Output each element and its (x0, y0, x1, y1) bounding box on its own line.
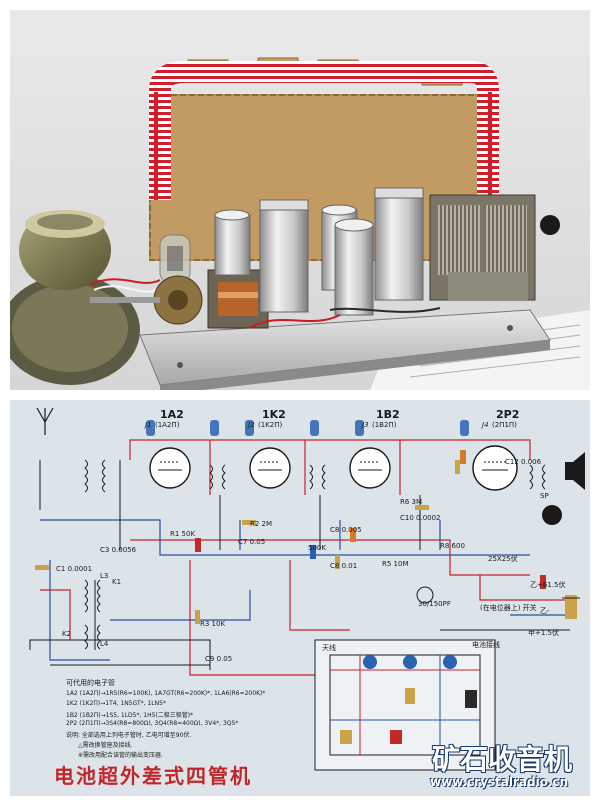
label-c12: C12 0.006 (505, 458, 542, 466)
label-b-minus: 乙- (540, 607, 550, 615)
tube-label-j3: 1B2 (376, 408, 400, 421)
note-line-1a2: 1A2 (1A2П)→1R5(R6=100K), 1A7GT(R6=200K)*… (66, 690, 266, 697)
label-c8b: C8 0.01 (330, 562, 358, 570)
label-c3: C3 0.0056 (100, 546, 137, 554)
tube-ref-j2: J2 (248, 421, 255, 429)
tube-sub-j4: (2П1П) (492, 421, 517, 429)
tube-j3 (349, 447, 391, 489)
tube-label-j1: 1A2 (160, 408, 184, 421)
label-k1: K1 (112, 578, 122, 586)
note-asterisk: ※需改用配合该管的输出变压器. (78, 752, 163, 759)
tube-sub-j3: (1B2П) (372, 421, 397, 429)
schematic-diagram (10, 400, 590, 796)
label-k2: K2 (62, 630, 72, 638)
antenna-symbol (36, 407, 54, 435)
note-explanation: 说明: 全部选用上列电子管时, 乙电可增至90伏. (66, 732, 192, 739)
note-line-1k2: 1K2 (1K2П)→1T4, 1N5GT*, 1LN5* (66, 700, 166, 707)
label-c1: C1 0.0001 (56, 565, 93, 573)
label-l4: L4 (100, 640, 109, 648)
note-line-2p2: 2P2 (2П1П)→3S4(R8=800Ω), 3Q4(R8=400Ω), 3… (66, 720, 239, 727)
speaker-symbol (565, 452, 585, 490)
blue-filament-wires (40, 519, 570, 661)
label-r6: R6 3M (400, 498, 423, 506)
tube-j2 (249, 447, 291, 489)
tube-ref-j1: J1 (145, 421, 152, 429)
battery-pack-symbol (562, 595, 580, 619)
label-c7: C7 0.05 (238, 538, 266, 546)
notes-heading: 可代用的电子管 (66, 679, 115, 687)
tube-j1 (149, 447, 191, 489)
tube-sub-j2: (1K2П) (258, 421, 283, 429)
tube-label-j4: 2P2 (496, 408, 520, 421)
watermark-brand: 矿石收音机 (432, 743, 573, 776)
label-b-plus: 乙+61.5伏 (530, 581, 566, 589)
tube-ref-j4: J4 (482, 421, 489, 429)
tube-j4 (472, 445, 518, 491)
schematic-title: 电池超外差式四管机 (54, 764, 252, 788)
watermark-url: www.crystalradio.cn (430, 775, 569, 789)
label-switch: (在电位器上) 开关 (480, 604, 537, 612)
label-c11: 25X25伏 (488, 555, 518, 563)
tube-sub-j1: (1A2П) (155, 421, 180, 429)
label-speaker: SP (540, 492, 549, 500)
label-a-plus: 甲+1.5伏 (528, 629, 559, 637)
resistor-pictograms (35, 460, 460, 624)
capacitor-pictograms (195, 450, 546, 589)
note-triangle: △需改换管座及接线. (78, 742, 133, 749)
tube-ref-j3: J3 (362, 421, 369, 429)
label-r2: R2 2M (250, 520, 273, 528)
label-l3: L3 (100, 572, 109, 580)
label-r5: R5 10M (382, 560, 409, 568)
label-r3: R3 10K (200, 620, 226, 628)
radio-chassis-photo (10, 10, 590, 390)
black-ground-wires (29, 460, 570, 670)
label-r4: 500K (308, 544, 326, 552)
tube-label-j2: 1K2 (262, 408, 286, 421)
label-layout: 电池接线 (472, 641, 500, 649)
layout-diagram (314, 639, 496, 771)
label-antenna: 天线 (322, 644, 336, 652)
label-var-cap: 30/150PF (418, 600, 451, 608)
note-line-1b2: 1B2 (1B2П)→1S5, 1LD5*, 1H5(二极三极管)* (66, 712, 194, 719)
label-r1: R1 50K (170, 530, 196, 538)
variable-capacitor-symbol (416, 586, 434, 604)
label-c9: C9 0.05 (205, 655, 233, 663)
label-c10: C10 0.0002 (400, 514, 441, 522)
label-r8: R8 600 (440, 542, 465, 550)
label-c8: C8 0.005 (330, 526, 362, 534)
